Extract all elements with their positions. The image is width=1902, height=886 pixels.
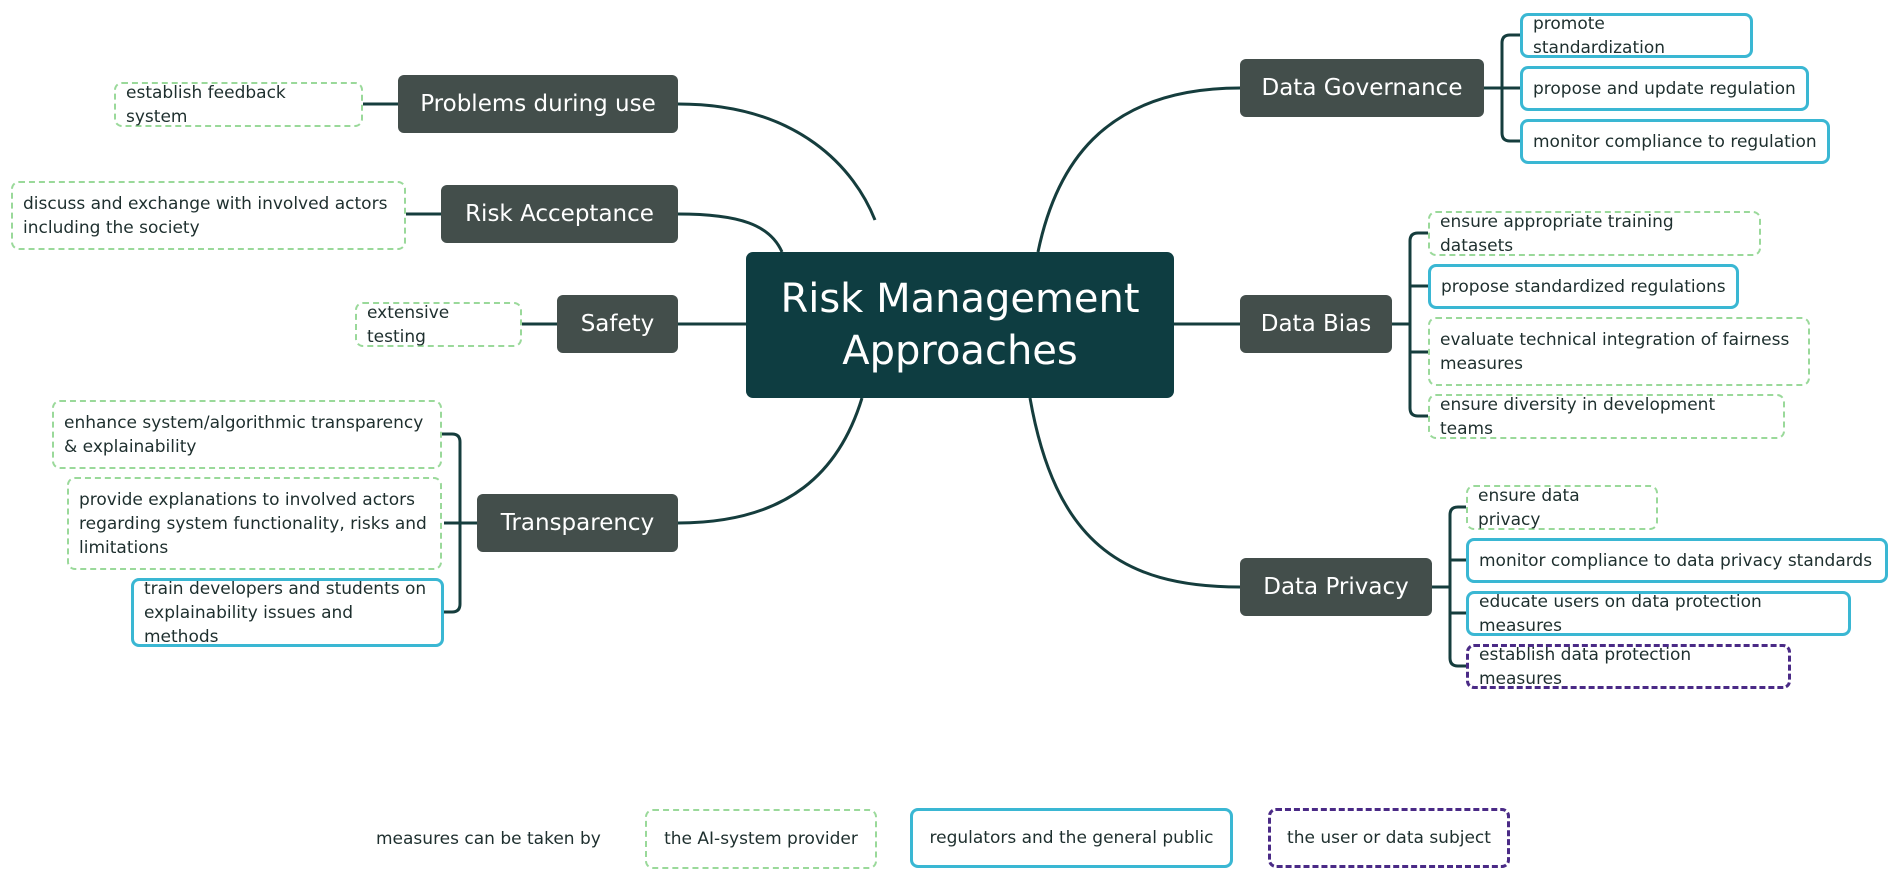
leaf-evaluate-fairness-measures: evaluate technical integration of fairne… [1428,317,1810,386]
connector-privacy-bracket [1448,505,1466,668]
leaf-provide-explanations: provide explanations to involved actors … [67,477,442,570]
leaf-enhance-transparency: enhance system/algorithmic transparency … [52,400,442,469]
leaf-establish-feedback-system: establish feedback system [114,82,363,127]
connector-bias-bracket [1408,231,1428,418]
category-data-governance: Data Governance [1240,59,1484,117]
leaf-promote-standardization: promote standardization [1520,13,1753,58]
connector-risk-acceptance [677,212,784,253]
category-safety: Safety [557,295,678,353]
category-risk-acceptance: Risk Acceptance [441,185,678,243]
category-data-bias: Data Bias [1240,295,1392,353]
connector-privacy [1028,397,1241,589]
leaf-ensure-training-datasets: ensure appropriate training datasets [1428,211,1761,256]
category-transparency: Transparency [477,494,678,552]
connector-problems [677,102,877,221]
leaf-extensive-testing: extensive testing [355,302,522,347]
category-problems-during-use: Problems during use [398,75,678,133]
legend-label: measures can be taken by [376,829,601,849]
leaf-establish-data-protection: establish data protection measures [1466,644,1791,689]
category-data-privacy: Data Privacy [1240,558,1432,616]
leaf-propose-standardized-regulations: propose standardized regulations [1428,264,1739,309]
leaf-educate-users: educate users on data protection measure… [1466,591,1851,636]
central-topic: Risk Management Approaches [746,252,1174,398]
leaf-monitor-compliance-privacy: monitor compliance to data privacy stand… [1466,538,1888,583]
leaf-ensure-diversity: ensure diversity in development teams [1428,394,1785,439]
connector-governance [1036,86,1241,253]
legend-ai-system-provider: the AI-system provider [645,809,877,869]
connector-transparency [677,397,864,525]
legend-regulators-public: regulators and the general public [910,808,1233,868]
leaf-propose-and-update-regulation: propose and update regulation [1520,66,1809,111]
leaf-train-developers: train developers and students on explain… [131,578,444,647]
leaf-ensure-data-privacy: ensure data privacy [1466,485,1658,530]
central-topic-line-1: Risk Management [780,276,1140,322]
legend-user-data-subject: the user or data subject [1268,808,1510,868]
central-topic-line-2: Approaches [842,328,1078,374]
leaf-discuss-and-exchange: discuss and exchange with involved actor… [11,181,406,250]
leaf-monitor-compliance-regulation: monitor compliance to regulation [1520,119,1830,164]
